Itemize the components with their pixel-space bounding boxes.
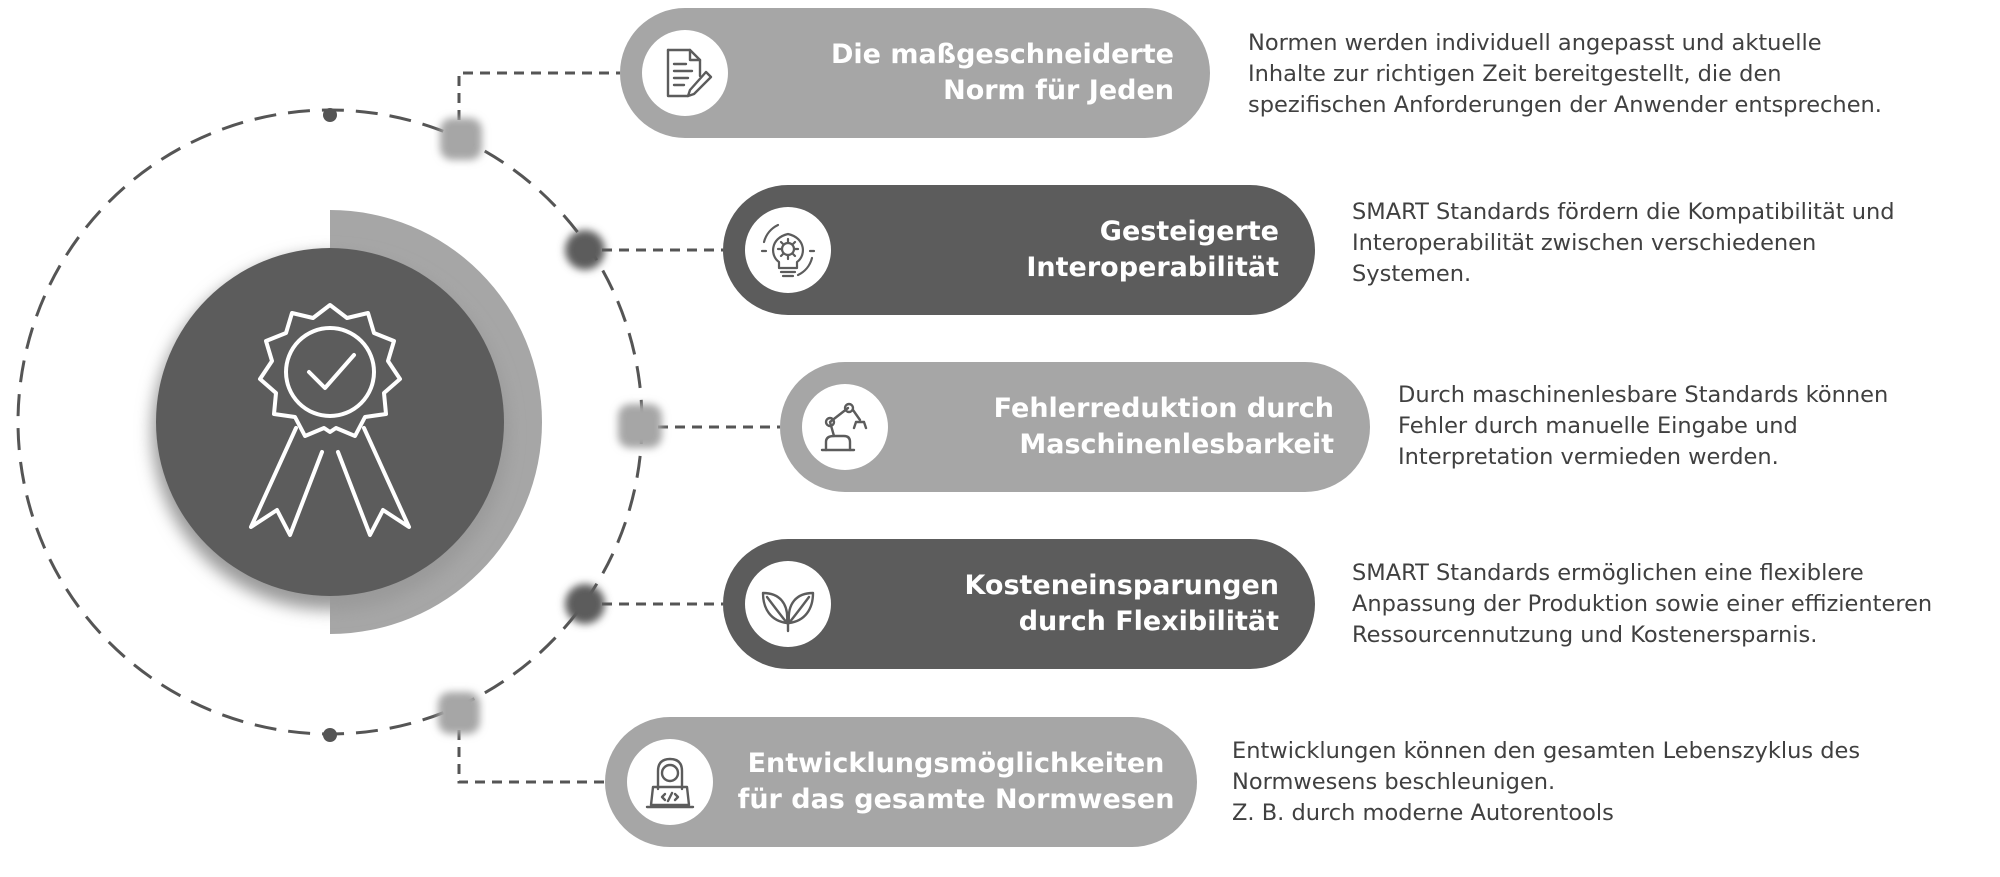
lightbulb-gear-icon <box>760 223 816 278</box>
award-badge-icon <box>249 303 411 537</box>
document-edit-icon <box>666 48 713 98</box>
item-3-title: Fehlerreduktion durch Maschinenlesbarkei… <box>993 393 1334 460</box>
icon-circle-1 <box>642 30 728 116</box>
developer-laptop-icon <box>645 757 695 809</box>
item-2-description: SMART Standards fördern die Kompatibilit… <box>1352 199 1895 287</box>
pill-item-3: Fehlerreduktion durch Maschinenlesbarkei… <box>780 362 1370 492</box>
node-1 <box>440 118 482 160</box>
item-3-description: Durch maschinenlesbare Standards können … <box>1398 382 1889 470</box>
item-4-title: Kosteneinsparungen durch Flexibilität <box>964 570 1279 637</box>
item-1-description: Normen werden individuell angepasst und … <box>1248 30 1882 118</box>
item-5-description: Entwicklungen können den gesamten Lebens… <box>1232 738 1861 826</box>
item-1-title: Die maßgeschneiderte Norm für Jeden <box>830 39 1174 106</box>
item-2-title: Gesteigerte Interoperabilität <box>1026 216 1279 283</box>
orbit-dot-bottom <box>323 728 337 742</box>
leaves-icon <box>761 591 815 633</box>
pill-item-1: Die maßgeschneiderte Norm für Jeden <box>620 8 1210 138</box>
connector-5 <box>457 730 605 784</box>
node-3 <box>618 404 662 448</box>
node-5 <box>438 692 480 734</box>
pill-item-5: Entwicklungsmöglichkeiten für das gesamt… <box>605 717 1197 847</box>
node-4 <box>565 584 605 624</box>
orbit-dot-top <box>323 108 337 122</box>
robot-arm-icon <box>820 402 868 452</box>
connector-1 <box>457 71 620 120</box>
center-circle <box>156 248 504 596</box>
pill-item-4: Kosteneinsparungen durch Flexibilität <box>723 539 1315 669</box>
icon-circle-3 <box>802 384 888 470</box>
item-4-description: SMART Standards ermöglichen eine flexibl… <box>1352 560 1933 648</box>
icon-circle-5 <box>627 739 713 825</box>
icon-circle-2 <box>745 207 831 293</box>
node-2 <box>565 230 605 270</box>
icon-circle-4 <box>745 561 831 647</box>
item-5-title: Entwicklungsmöglichkeiten für das gesamt… <box>737 748 1175 815</box>
pill-item-2: Gesteigerte Interoperabilität <box>723 185 1315 315</box>
